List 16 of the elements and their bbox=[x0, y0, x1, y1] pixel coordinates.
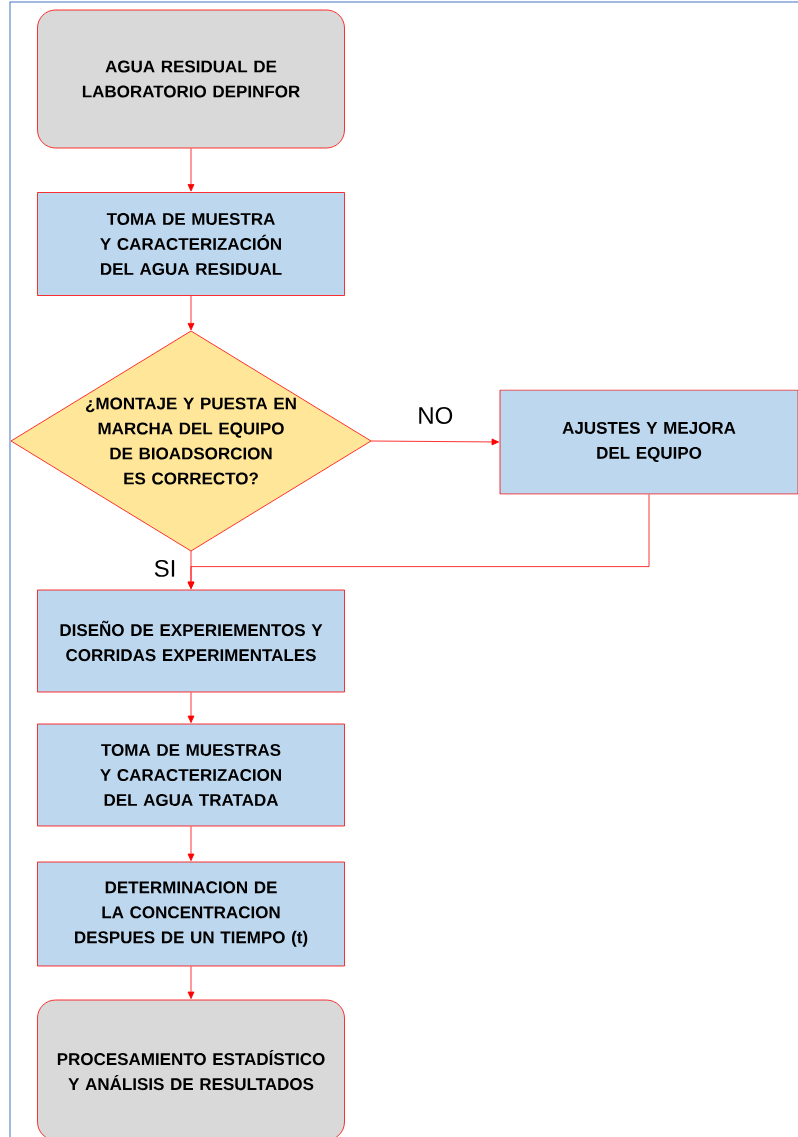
process-box: AJUSTES Y MEJORA DEL EQUIPO bbox=[499, 389, 798, 495]
edge-label: SI bbox=[152, 558, 178, 578]
process-box: DETERMINACION DE LA CONCENTRACION DESPUES DE UN TIEMPO (t) bbox=[37, 861, 345, 967]
arrow bbox=[187, 295, 195, 331]
arrow bbox=[187, 692, 195, 723]
arrow bbox=[187, 494, 650, 589]
arrow bbox=[187, 826, 195, 861]
arrow bbox=[187, 148, 195, 192]
arrow bbox=[187, 966, 195, 999]
process-box: DISEÑO DE EXPERIEMENTOS Y CORRIDAS EXPERIMENTALES bbox=[37, 589, 345, 693]
terminal-box: PROCESAMIENTO ESTADÍSTICO Y ANÁLISIS DE RESULTADOS bbox=[37, 999, 345, 1137]
process-box: TOMA DE MUESTRAS Y CARACTERIZACION DEL AGUA TRATADA bbox=[37, 723, 345, 827]
process-box: TOMA DE MUESTRA Y CARACTERIZACIÓN DEL AGUA RESIDUAL bbox=[37, 192, 345, 296]
arrow bbox=[370, 438, 499, 446]
terminal-box: AGUA RESIDUAL DE LABORATORIO DEPINFOR bbox=[37, 9, 345, 149]
edge-label: NO bbox=[416, 406, 455, 425]
